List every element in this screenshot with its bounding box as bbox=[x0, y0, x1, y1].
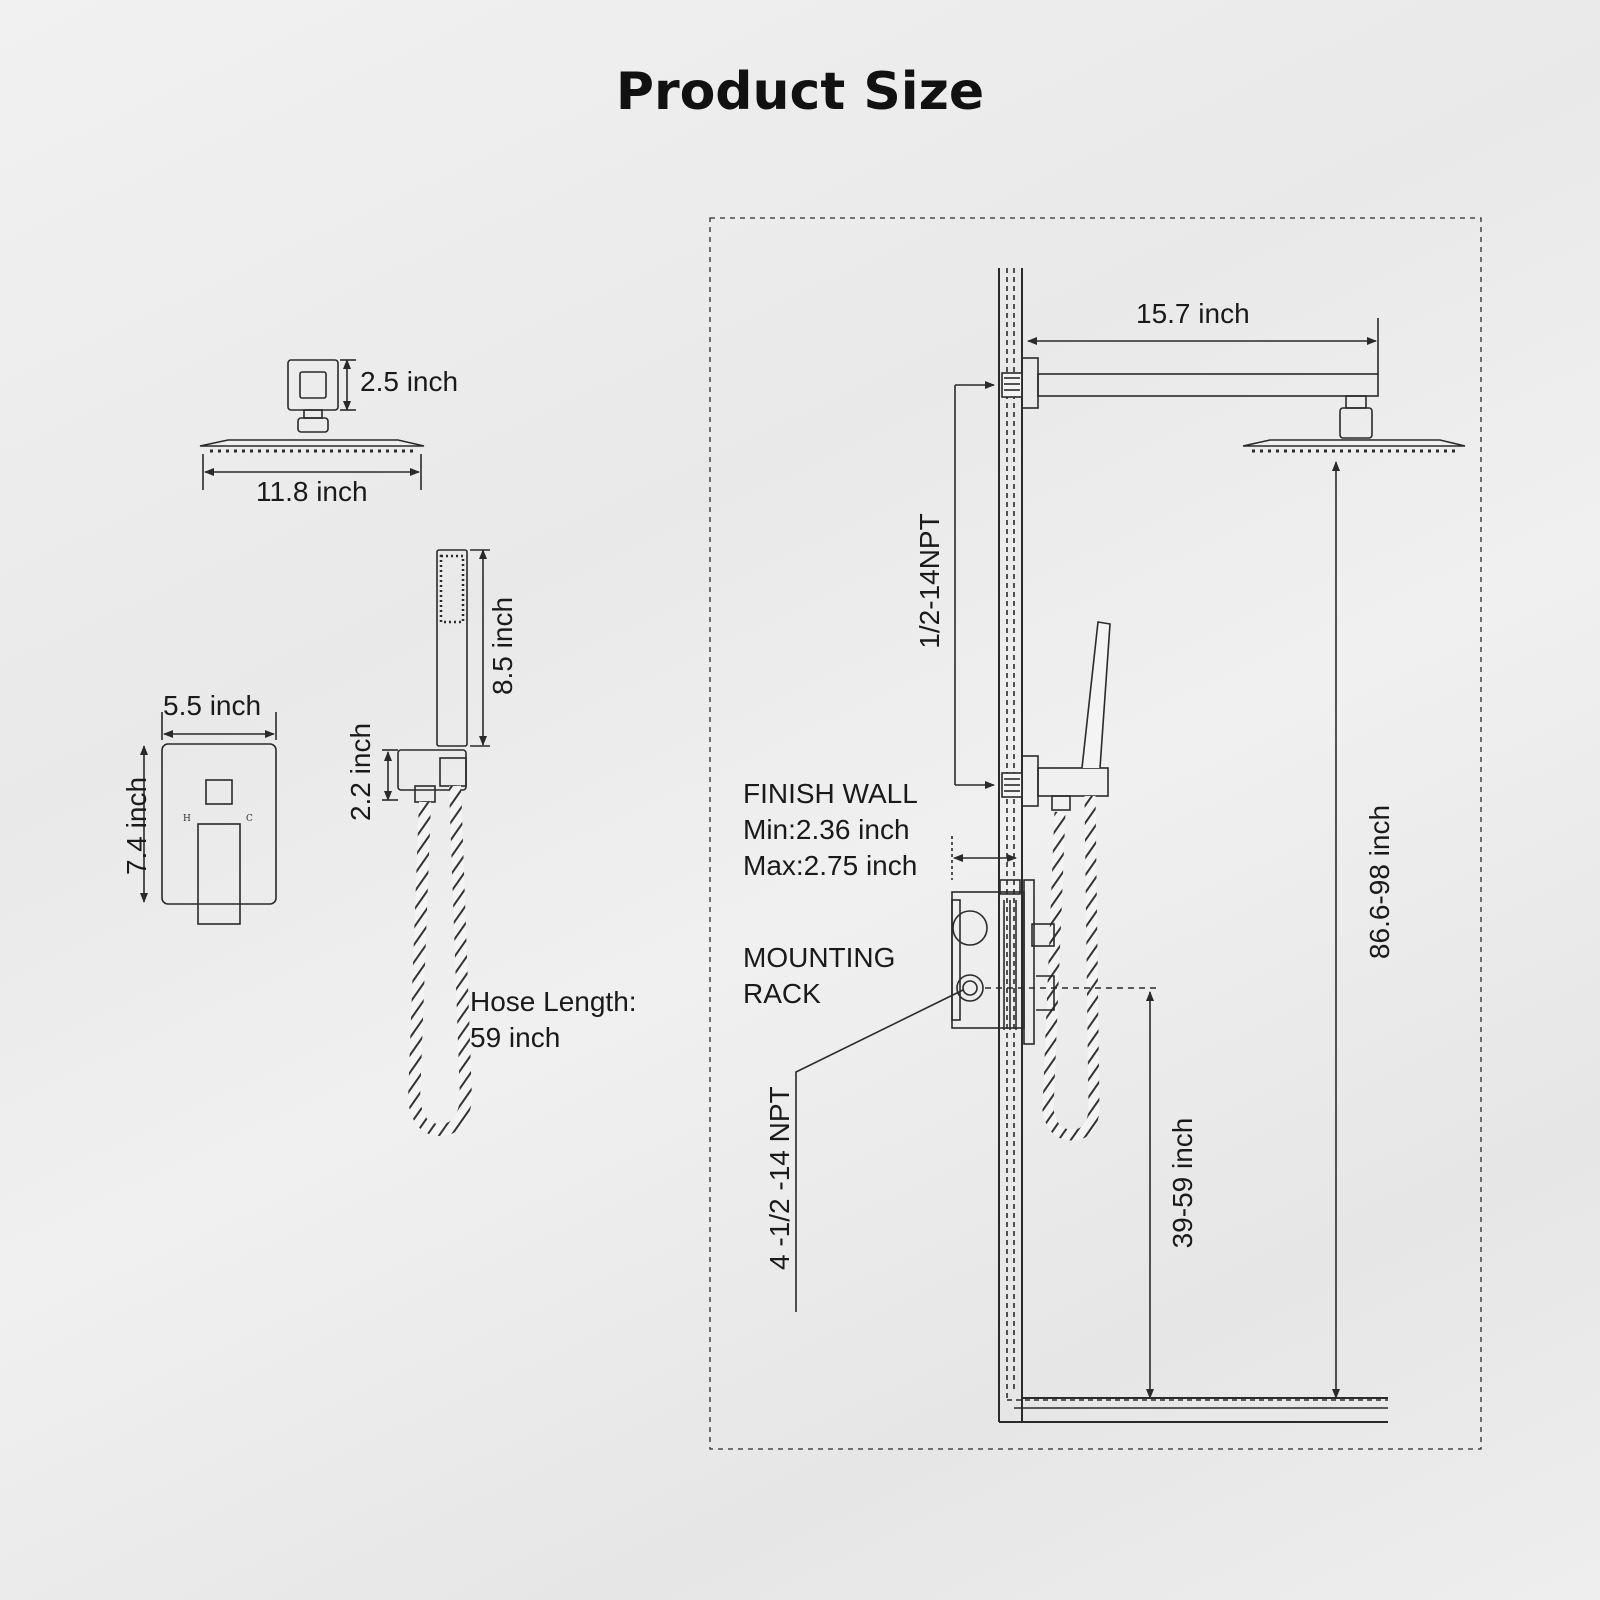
rain-head-drawing bbox=[199, 359, 425, 453]
hand-shower-length-label: 8.5 inch bbox=[487, 596, 518, 696]
finish-wall-min: Min:2.36 inch bbox=[743, 814, 910, 845]
hot-mark: H bbox=[183, 814, 191, 824]
mounting-rack-label-2: RACK bbox=[743, 978, 821, 1009]
thread-bracket bbox=[954, 381, 995, 789]
finish-wall-max: Max:2.75 inch bbox=[743, 850, 918, 881]
valve-trim-drawing bbox=[161, 743, 277, 925]
rain-head-width-label: 11.8 inch bbox=[256, 476, 368, 507]
outlets-thread-label: 4 -1/2 -14 NPT bbox=[764, 1086, 795, 1270]
hose-length-value: 59 inch bbox=[470, 1022, 561, 1053]
thread-label: 1/2-14NPT bbox=[914, 513, 945, 649]
mounting-rack-label: MOUNTING bbox=[743, 942, 896, 973]
hose-length-label: Hose Length: bbox=[470, 986, 637, 1017]
wall-and-pipe bbox=[998, 268, 1388, 1423]
page-title: Product Size bbox=[615, 62, 985, 122]
head-height-label: 86.6-98 inch bbox=[1364, 804, 1395, 960]
valve-trim-width-label: 5.5 inch bbox=[163, 690, 262, 721]
hand-shower-drawing bbox=[397, 549, 473, 1137]
finish-wall-title: FINISH WALL bbox=[743, 778, 918, 809]
valve-height-label: 39-59 inch bbox=[1167, 1117, 1198, 1249]
arm-length-label: 15.7 inch bbox=[1136, 298, 1250, 329]
shower-arm-drawing bbox=[1001, 357, 1466, 453]
wall-hand-shower-drawing bbox=[1001, 621, 1111, 1141]
rain-head-height-label: 2.5 inch bbox=[360, 366, 459, 397]
valve-trim-height-label: 7.4 inch bbox=[121, 776, 152, 876]
mounting-rack-drawing bbox=[951, 879, 1055, 1045]
holder-height-label: 2.2 inch bbox=[345, 722, 376, 822]
cold-mark: C bbox=[246, 814, 253, 824]
outlets-leader bbox=[795, 989, 964, 1312]
